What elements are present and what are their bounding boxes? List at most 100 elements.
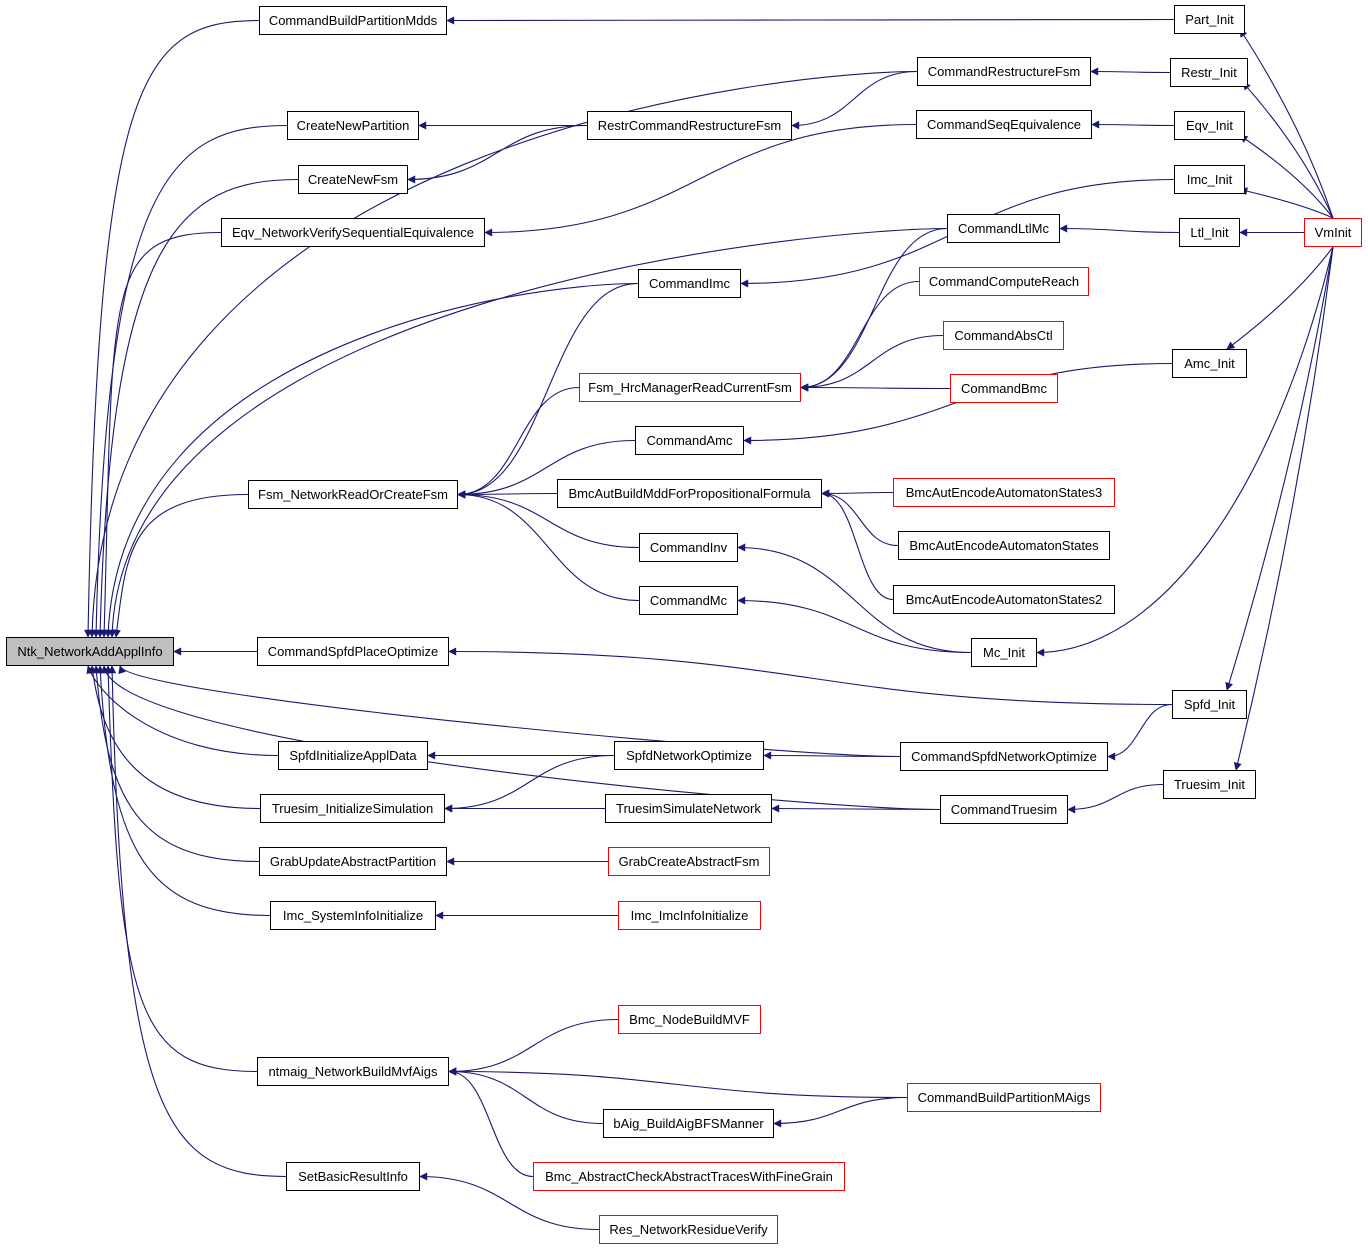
call-edge [800, 383, 951, 392]
call-edge [737, 543, 972, 654]
function-node[interactable]: Bmc_NodeBuildMVF [618, 1005, 761, 1034]
function-node[interactable]: ntmaig_NetworkBuildMvfAigs [257, 1057, 449, 1086]
function-node[interactable]: CommandAbsCtl [943, 321, 1064, 350]
call-edge [104, 282, 639, 638]
function-node[interactable]: CommandMc [639, 586, 738, 615]
function-node[interactable]: CreateNewFsm [298, 165, 408, 194]
function-node[interactable]: CommandTruesim [940, 795, 1068, 824]
function-node[interactable]: CommandAmc [635, 426, 744, 455]
function-node[interactable]: CommandRestructureFsm [917, 57, 1091, 86]
call-edge [446, 16, 1175, 25]
function-node[interactable]: Truesim_Init [1163, 770, 1256, 799]
function-node[interactable]: Restr_Init [1170, 58, 1248, 87]
call-edge [1091, 120, 1175, 129]
call-edge [96, 665, 271, 917]
function-node[interactable]: Spfd_Init [1172, 690, 1247, 719]
function-node[interactable]: CreateNewPartition [287, 111, 419, 140]
call-edge [448, 1067, 534, 1178]
function-node[interactable]: CommandLtlMc [947, 214, 1060, 243]
function-node[interactable]: Truesim_InitializeSimulation [260, 794, 445, 823]
call-edge [821, 489, 894, 498]
function-node[interactable]: Bmc_AbstractCheckAbstractTracesWithFineG… [533, 1162, 845, 1191]
call-edge [771, 804, 941, 813]
call-edge [484, 123, 917, 237]
call-edge [419, 1172, 600, 1231]
call-edge [1059, 224, 1180, 234]
call-edge [86, 665, 279, 757]
function-node[interactable]: Fsm_HrcManagerReadCurrentFsm [579, 373, 801, 402]
call-edge [821, 489, 894, 601]
call-edge [118, 665, 901, 758]
call-edge [92, 124, 288, 638]
call-edge [800, 280, 920, 392]
call-edge [791, 70, 918, 130]
call-edge [1090, 67, 1171, 76]
call-edge [773, 1096, 908, 1128]
function-node[interactable]: SpfdInitializeApplData [278, 741, 428, 770]
call-edge [448, 647, 1173, 706]
function-node[interactable]: Imc_ImcInfoInitialize [618, 901, 761, 930]
call-edge [800, 227, 948, 392]
function-node[interactable]: CommandImc [638, 269, 741, 298]
function-node[interactable]: SpfdNetworkOptimize [614, 741, 764, 770]
function-node[interactable]: CommandSeqEquivalence [916, 110, 1092, 139]
function-node[interactable]: TruesimSimulateNetwork [605, 794, 772, 823]
function-node[interactable]: SetBasicResultInfo [286, 1162, 420, 1191]
call-edge [100, 665, 941, 811]
function-node[interactable]: CommandBmc [950, 374, 1058, 403]
function-node[interactable]: Imc_SystemInfoInitialize [270, 901, 436, 930]
call-edge [1226, 246, 1334, 350]
function-node[interactable]: BmcAutBuildMddForPropositionalFormula [557, 479, 822, 508]
function-node[interactable]: Amc_Init [1172, 349, 1247, 378]
function-node[interactable]: CommandComputeReach [919, 267, 1089, 296]
call-edge [1067, 783, 1164, 814]
call-edge [88, 665, 261, 810]
call-edge [1239, 28, 1334, 219]
function-node[interactable]: BmcAutEncodeAutomatonStates3 [893, 478, 1115, 507]
call-edge [1242, 81, 1334, 219]
call-edge [84, 19, 260, 638]
call-edge [457, 282, 639, 499]
function-node[interactable]: CommandSpfdNetworkOptimize [900, 742, 1108, 771]
call-edge [96, 178, 299, 638]
function-node[interactable]: Mc_Init [971, 638, 1037, 667]
function-node[interactable]: Eqv_Init [1174, 111, 1245, 140]
function-node[interactable]: Fsm_NetworkReadOrCreateFsm [248, 480, 458, 509]
call-edge [763, 751, 901, 760]
function-node[interactable]: GrabUpdateAbstractPartition [259, 847, 447, 876]
root-function-node[interactable]: Ntk_NetworkAddApplInfo [6, 637, 174, 666]
call-edge [100, 231, 222, 638]
call-edge [821, 489, 899, 547]
function-node[interactable]: BmcAutEncodeAutomatonStates [898, 531, 1110, 560]
function-node[interactable]: Ltl_Init [1179, 218, 1240, 247]
call-edge [1036, 246, 1334, 657]
call-edge [1239, 135, 1334, 219]
call-edge [444, 754, 615, 813]
function-node[interactable]: Imc_Init [1174, 165, 1245, 194]
function-node[interactable]: CommandInv [639, 533, 738, 562]
function-node[interactable]: GrabCreateAbstractFsm [608, 847, 770, 876]
function-node[interactable]: bAig_BuildAigBFSManner [603, 1109, 774, 1138]
call-edge [88, 70, 918, 638]
call-edge [1233, 246, 1334, 771]
function-node[interactable]: CommandBuildPartitionMAigs [907, 1083, 1101, 1112]
call-edge [108, 227, 948, 638]
call-edge [448, 1018, 619, 1076]
function-node[interactable]: CommandSpfdPlaceOptimize [257, 637, 449, 666]
function-node[interactable]: BmcAutEncodeAutomatonStates2 [893, 585, 1115, 614]
function-node[interactable]: Eqv_NetworkVerifySequentialEquivalence [221, 218, 485, 247]
function-node[interactable]: RestrCommandRestructureFsm [587, 111, 792, 140]
call-edge [457, 439, 636, 499]
call-edge [737, 596, 972, 654]
call-edge [448, 1067, 604, 1125]
function-node[interactable]: Part_Init [1174, 5, 1245, 34]
function-node[interactable]: Res_NetworkResidueVerify [599, 1215, 778, 1244]
call-edge [407, 124, 588, 184]
call-edge [457, 490, 640, 549]
call-edge [1107, 703, 1173, 761]
call-edge [457, 386, 580, 499]
function-node[interactable]: CommandBuildPartitionMdds [259, 6, 447, 35]
function-node[interactable]: VmInit [1304, 218, 1362, 247]
